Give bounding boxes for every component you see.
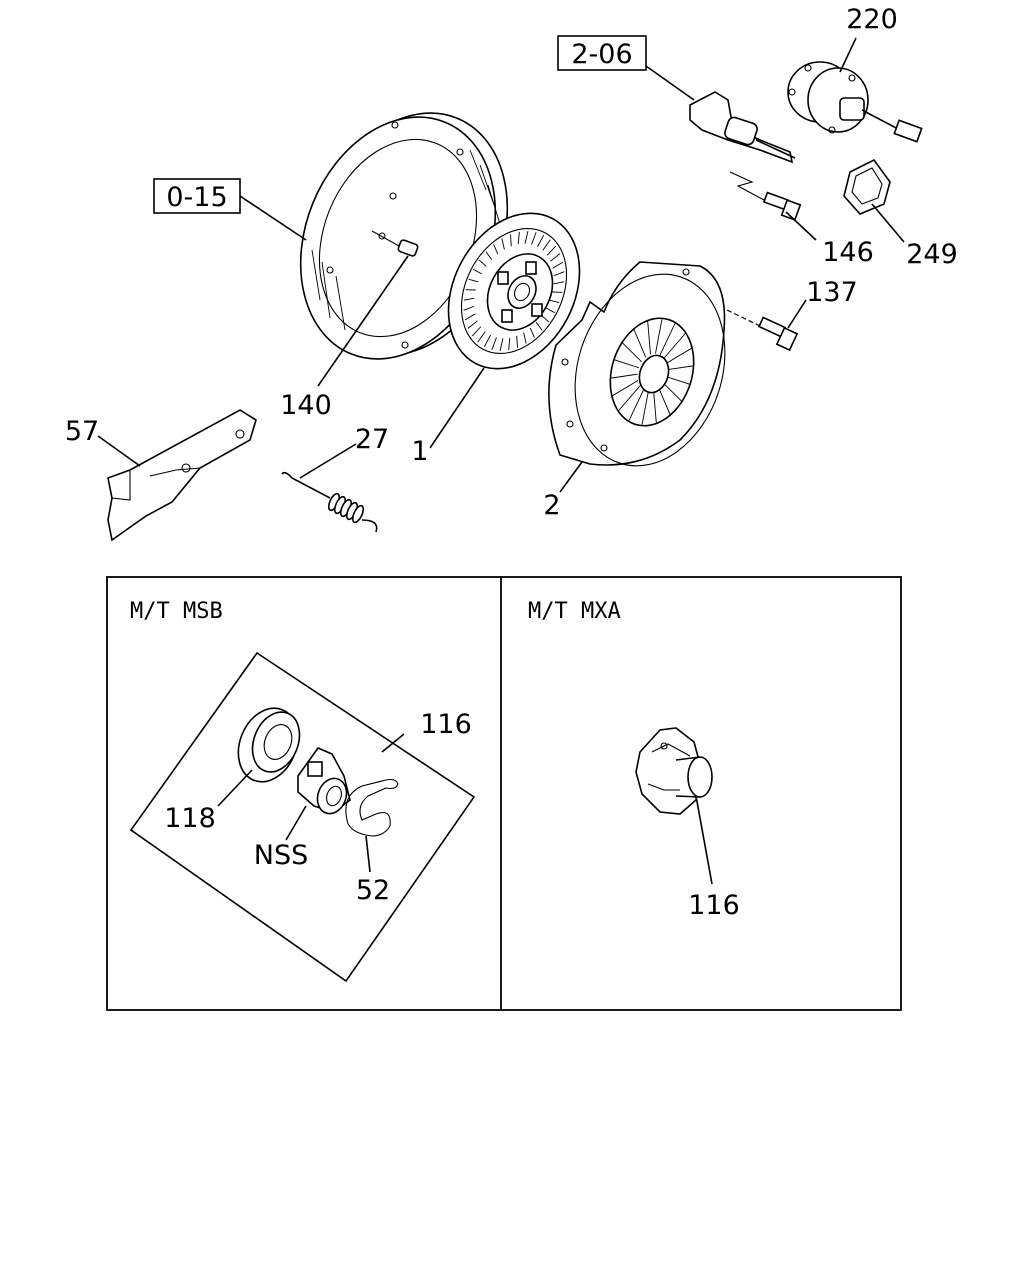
callout-nss: NSS [254, 840, 308, 871]
callout-118: 118 [164, 803, 216, 834]
svg-text:0-15: 0-15 [166, 182, 227, 213]
clip-52 [346, 780, 398, 837]
callout-27: 27 [355, 424, 389, 455]
booster [788, 62, 922, 142]
bolt-137 [727, 310, 797, 350]
callout-116-msb: 116 [420, 709, 472, 740]
callout-52: 52 [356, 875, 390, 906]
return-spring [282, 473, 377, 532]
gasket-249 [844, 160, 890, 214]
panel-title-msb: M/T MSB [130, 599, 223, 624]
bearing-118 [228, 699, 308, 790]
callout-140: 140 [280, 390, 332, 421]
callout-57: 57 [65, 416, 99, 447]
ref-box-master-cylinder: 2-06 [558, 36, 646, 70]
variant-panels [107, 577, 901, 1010]
callout-146: 146 [822, 237, 874, 268]
panel-msb: M/T MSB 116 118 NSS 52 [130, 599, 474, 981]
callout-2: 2 [543, 490, 560, 521]
release-fork [108, 410, 256, 540]
panel-mxa: M/T MXA 116 [528, 599, 740, 921]
svg-text:2-06: 2-06 [571, 39, 632, 70]
bearing-116-mxa [636, 728, 712, 814]
pressure-plate [549, 255, 749, 486]
callout-116-mxa: 116 [688, 890, 740, 921]
ref-box-flywheel: 0-15 [154, 179, 240, 213]
panel-title-mxa: M/T MXA [528, 599, 621, 624]
callout-220: 220 [846, 4, 898, 35]
callout-1: 1 [411, 436, 428, 467]
callout-137: 137 [806, 277, 858, 308]
cylinder-assembly [690, 92, 800, 220]
callout-249: 249 [906, 239, 958, 270]
